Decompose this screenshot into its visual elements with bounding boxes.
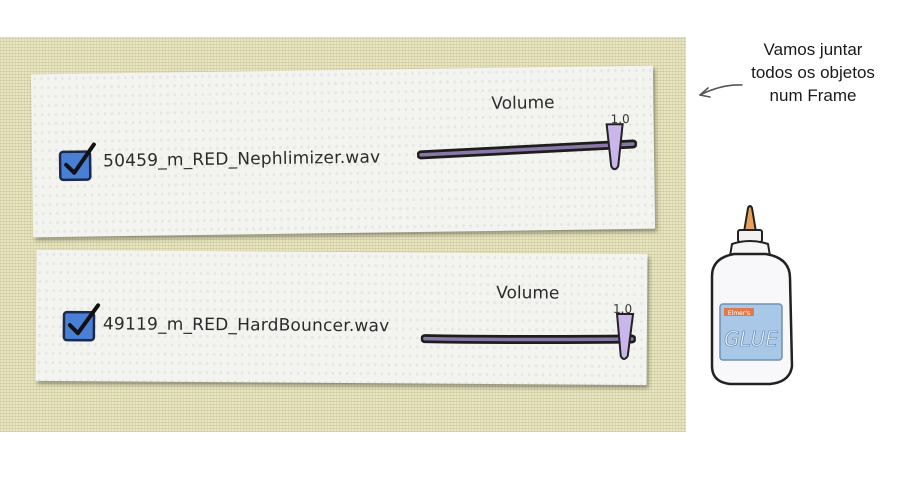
- svg-text:Elmer's: Elmer's: [728, 310, 750, 317]
- arrow-icon: [699, 84, 743, 98]
- slider-track-fill: [419, 142, 635, 157]
- volume-slider[interactable]: [420, 309, 637, 370]
- volume-label: Volume: [491, 93, 555, 114]
- slider-track-fill: [423, 336, 634, 342]
- slider-knob[interactable]: [615, 312, 635, 360]
- track-filename: 50459_m_RED_Nephlimizer.wav: [102, 147, 381, 172]
- svg-text:GLUE: GLUE: [724, 327, 778, 351]
- track-enable-checkbox[interactable]: [56, 139, 103, 186]
- slider-knob[interactable]: [605, 123, 624, 171]
- track-enable-checkbox[interactable]: [60, 300, 106, 346]
- checkmark-icon: [67, 303, 101, 336]
- glue-bottle-icon: Elmer's GLUE: [710, 205, 794, 386]
- checkmark-icon: [64, 142, 96, 175]
- track-filename: 49119_m_RED_HardBouncer.wav: [102, 314, 390, 337]
- volume-label: Volume: [496, 283, 560, 304]
- audio-track-panel: 49119_m_RED_HardBouncer.wav Volume 1.0: [35, 249, 648, 386]
- audio-track-panel: 50459_m_RED_Nephlimizer.wav Volume 1.0: [30, 65, 656, 238]
- volume-slider[interactable]: [416, 118, 638, 181]
- annotation-note: Vamos juntar todos os objetos num Frame: [751, 40, 875, 105]
